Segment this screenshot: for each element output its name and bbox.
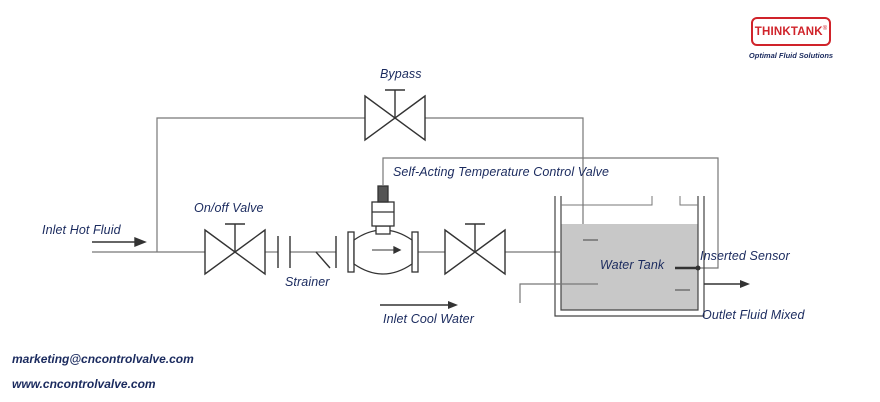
inlet-cool-water-label: Inlet Cool Water: [383, 312, 474, 326]
water-tank-label: Water Tank: [600, 258, 665, 272]
on-off-valve-label: On/off Valve: [194, 201, 264, 215]
strainer: [277, 236, 337, 269]
brand-tagline: Optimal Fluid Solutions: [748, 51, 834, 60]
water-tank: [554, 196, 705, 317]
strainer-label: Strainer: [285, 275, 330, 289]
brand-logo: THINKTANK®: [751, 17, 831, 46]
inlet-hot-arrow: [92, 236, 147, 248]
inlet-hot-fluid-label: Inlet Hot Fluid: [42, 223, 121, 237]
cool-water-inlet: [380, 283, 598, 309]
bypass-label: Bypass: [380, 67, 422, 81]
self-acting-valve: [347, 185, 419, 275]
contact-website: www.cncontrolvalve.com: [12, 377, 156, 391]
bypass-valve: [364, 89, 426, 142]
outlet-arrow: [704, 280, 750, 288]
contact-email: marketing@cncontrolvalve.com: [12, 352, 194, 366]
brand-logo-text: THINKTANK: [754, 25, 823, 38]
outlet-fluid-mixed-label: Outlet Fluid Mixed: [702, 308, 805, 322]
self-acting-valve-label: Self-Acting Temperature Control Valve: [393, 165, 610, 179]
inserted-sensor: [675, 265, 701, 271]
capillary-line: [382, 157, 719, 269]
inserted-sensor-label: Inserted Sensor: [700, 249, 790, 263]
registered-mark: ®: [822, 25, 828, 32]
isolation-valve: [444, 223, 506, 276]
on-off-valve: [204, 223, 266, 276]
